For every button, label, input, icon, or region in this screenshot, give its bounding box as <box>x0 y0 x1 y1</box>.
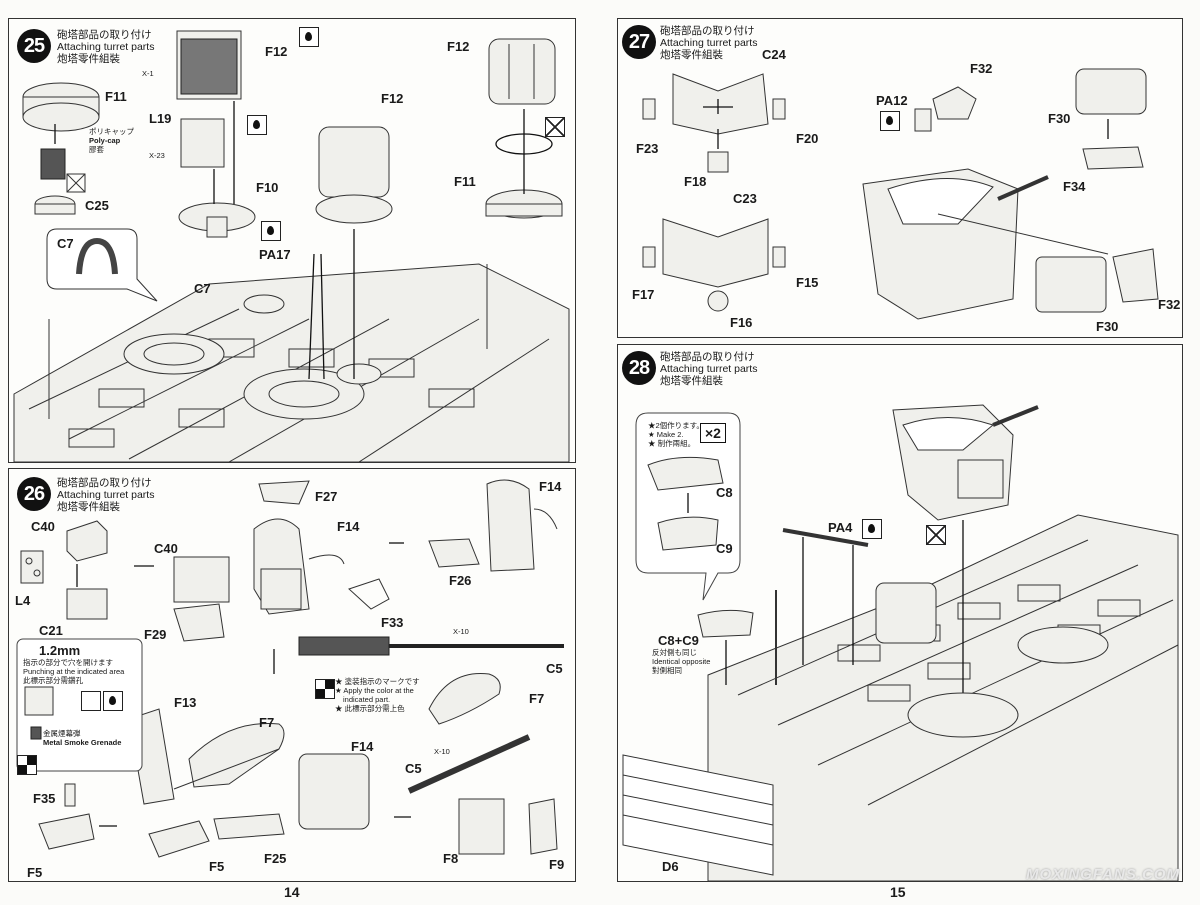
part-label: PA12 <box>876 93 908 108</box>
no-glue-icon <box>926 525 946 545</box>
step-header: 砲塔部品の取り付け Attaching turret parts 炮塔零件組裝 <box>660 25 758 61</box>
drill-icon <box>81 691 101 711</box>
step-27-panel: 27 砲塔部品の取り付け Attaching turret parts 炮塔零件… <box>617 18 1183 338</box>
step-header: 砲塔部品の取り付け Attaching turret parts 炮塔零件組裝 <box>57 477 155 513</box>
part-label: PA17 <box>259 247 291 262</box>
step-header: 砲塔部品の取り付け Attaching turret parts 炮塔零件組裝 <box>660 351 758 387</box>
part-label: F15 <box>796 275 819 290</box>
part-label-small: X-10 <box>434 747 450 756</box>
step-28-panel: 28 砲塔部品の取り付け Attaching turret parts 炮塔零件… <box>617 344 1183 882</box>
step-number-25: 25 <box>17 29 51 63</box>
paint-mark-icon <box>315 679 335 699</box>
step-26-diagram <box>16 479 564 858</box>
part-label: F20 <box>796 131 819 146</box>
part-label: C25 <box>85 198 109 213</box>
part-label: F10 <box>256 180 279 195</box>
part-label: F23 <box>636 141 659 156</box>
step-25-panel: 25 砲塔部品の取り付け Attaching turret parts 炮塔零件… <box>8 18 576 463</box>
part-label-small: X-10 <box>453 627 469 636</box>
no-glue-icon <box>545 117 565 137</box>
multiplier-badge: ×2 <box>700 423 726 443</box>
part-label-small: X-1 <box>142 69 154 78</box>
part-label: F11 <box>454 174 476 189</box>
part-label: C40 <box>154 541 178 556</box>
paint-icon <box>261 221 281 241</box>
part-label: F14 <box>337 519 360 534</box>
part-label: F30 <box>1096 319 1119 334</box>
part-label: F16 <box>730 315 753 330</box>
opposite-note: 反対側も同じ Identical opposite 對側相同 <box>652 648 711 675</box>
part-label: F9 <box>549 857 565 872</box>
part-label: F32 <box>1158 297 1181 312</box>
part-label: C7 <box>57 236 74 251</box>
paint-icon <box>880 111 900 131</box>
step-number-26: 26 <box>17 477 51 511</box>
paint-icon <box>103 691 123 711</box>
part-label: C5 <box>405 761 422 776</box>
part-label: F7 <box>529 691 545 706</box>
part-label: F14 <box>351 739 374 754</box>
make-two-note: ★2個作ります。 ★ Make 2. ★ 制作兩組。 <box>648 421 704 448</box>
part-label: C8 <box>716 485 733 500</box>
step-number-28: 28 <box>622 351 656 385</box>
part-label: C21 <box>39 623 63 638</box>
part-label: F11 <box>105 89 127 104</box>
part-label: PA4 <box>828 520 853 535</box>
part-label: F32 <box>970 61 993 76</box>
part-label: F34 <box>1063 179 1086 194</box>
part-label-small: X-23 <box>149 151 165 160</box>
part-label: F5 <box>27 865 43 880</box>
part-label: F12 <box>447 39 470 54</box>
smoke-grenade-label: 金属煙幕弾 Metal Smoke Grenade <box>43 729 122 747</box>
part-label: F25 <box>264 851 287 866</box>
part-label: F29 <box>144 627 167 642</box>
paint-icon <box>247 115 267 135</box>
part-label: C40 <box>31 519 55 534</box>
part-label: L4 <box>15 593 31 608</box>
part-label: C23 <box>733 191 757 206</box>
part-label: C8+C9 <box>658 633 699 648</box>
watermark: MOXINGFANS.COM <box>1025 866 1180 883</box>
part-label: F7 <box>259 715 275 730</box>
step-25-diagram <box>13 30 570 462</box>
step-number-27: 27 <box>622 25 656 59</box>
part-label: F26 <box>449 573 472 588</box>
polycap-label: ポリキャップ Poly-cap 膠套 <box>89 127 134 154</box>
page-number-left: 14 <box>284 884 300 900</box>
part-label: F14 <box>539 479 562 494</box>
part-label: F13 <box>174 695 197 710</box>
part-label: C9 <box>716 541 733 556</box>
step-26-panel: 26 砲塔部品の取り付け Attaching turret parts 炮塔零件… <box>8 468 576 882</box>
part-label: F12 <box>381 91 404 106</box>
part-label: F5 <box>209 859 225 874</box>
paint-icon <box>862 519 882 539</box>
paint-note: ★ 塗装指示のマークです ★ Apply the color at the in… <box>335 677 420 713</box>
drill-instruction: 1.2mm 指示の部分で穴を開けます Punching at the indic… <box>23 643 141 685</box>
part-label: L19 <box>149 111 172 126</box>
step-header: 砲塔部品の取り付け Attaching turret parts 炮塔零件組裝 <box>57 29 155 65</box>
part-label: C5 <box>546 661 563 676</box>
part-label: F35 <box>33 791 56 806</box>
part-label: F18 <box>684 174 707 189</box>
part-label: F8 <box>443 851 459 866</box>
part-label: F30 <box>1048 111 1071 126</box>
step-27-diagram <box>642 68 1159 320</box>
paint-mark-icon <box>17 755 37 775</box>
step-28-diagram <box>622 404 1179 881</box>
part-label: C7 <box>194 281 211 296</box>
part-label: D6 <box>662 859 679 874</box>
part-label: F17 <box>632 287 655 302</box>
paint-icon <box>299 27 319 47</box>
page-number-right: 15 <box>890 884 906 900</box>
part-label: F33 <box>381 615 404 630</box>
part-label: C24 <box>762 47 786 62</box>
drill-size: 1.2mm <box>39 643 81 658</box>
part-label: F12 <box>265 44 288 59</box>
part-label: F27 <box>315 489 338 504</box>
